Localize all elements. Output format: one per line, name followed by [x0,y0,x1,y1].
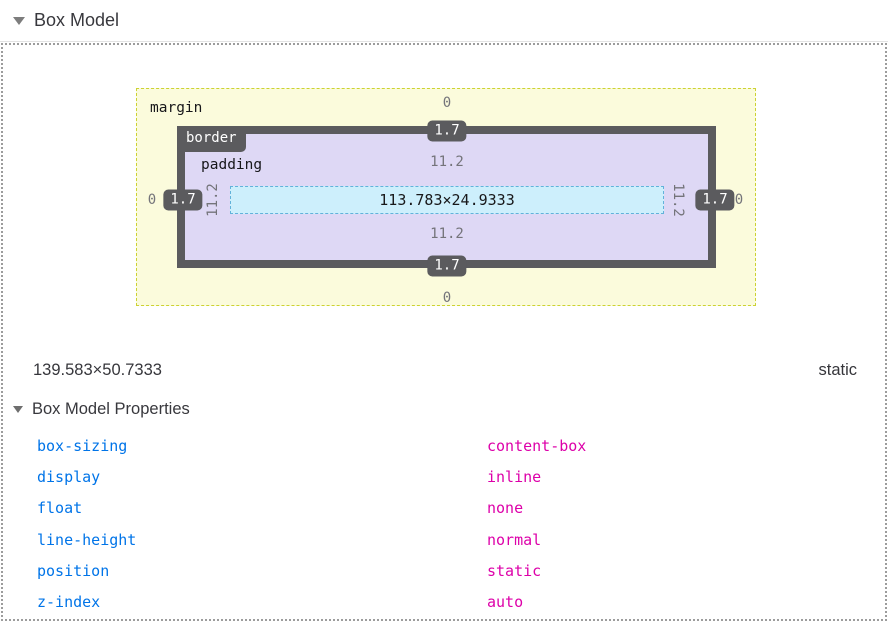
box-model-properties-header[interactable]: Box Model Properties [13,400,190,419]
property-row: box-sizing content-box [37,430,865,461]
properties-list: box-sizing content-box display inline fl… [37,430,865,618]
box-model-header[interactable]: Box Model [0,0,888,42]
property-value: content-box [487,436,587,455]
property-row: float none [37,493,865,524]
margin-right-value[interactable]: 0 [734,192,744,208]
border-label: border [177,126,246,152]
property-value: static [487,561,542,580]
collapse-triangle-icon[interactable] [13,406,23,413]
box-model-margin-region[interactable]: margin border padding 113.783×24.9333 0 … [136,88,756,306]
property-value: inline [487,467,542,486]
property-row: line-height normal [37,524,865,555]
border-top-value[interactable]: 1.7 [427,120,467,142]
properties-title: Box Model Properties [32,400,190,418]
collapse-triangle-icon[interactable] [13,16,25,25]
property-row: position static [37,555,865,586]
element-position-value: static [818,361,857,379]
margin-bottom-value[interactable]: 0 [442,290,452,306]
border-left-value[interactable]: 1.7 [163,189,203,211]
property-name: float [37,499,83,518]
property-row: display inline [37,461,865,492]
box-model-panel: margin border padding 113.783×24.9333 0 … [1,43,887,621]
property-name: z-index [37,593,101,612]
property-value: none [487,499,524,518]
padding-top-value[interactable]: 11.2 [430,154,464,170]
padding-left-value[interactable]: 11.2 [205,183,221,217]
property-name: position [37,561,110,580]
border-right-value[interactable]: 1.7 [695,189,735,211]
property-value: normal [487,530,542,549]
margin-left-value[interactable]: 0 [147,192,157,208]
property-name: line-height [37,530,137,549]
padding-bottom-value[interactable]: 11.2 [430,226,464,242]
margin-top-value[interactable]: 0 [442,95,452,111]
border-bottom-value[interactable]: 1.7 [427,255,467,277]
margin-label: margin [150,100,203,116]
element-size-value: 139.583×50.7333 [33,361,162,379]
padding-label: padding [201,157,263,173]
padding-right-value[interactable]: 11.2 [670,183,686,217]
property-row: z-index auto [37,586,865,617]
property-name: display [37,467,101,486]
content-size-value[interactable]: 113.783×24.9333 [379,191,515,209]
property-value: auto [487,593,524,612]
property-name: box-sizing [37,436,128,455]
box-model-content-region[interactable]: 113.783×24.9333 [230,186,664,214]
panel-title: Box Model [34,10,120,30]
